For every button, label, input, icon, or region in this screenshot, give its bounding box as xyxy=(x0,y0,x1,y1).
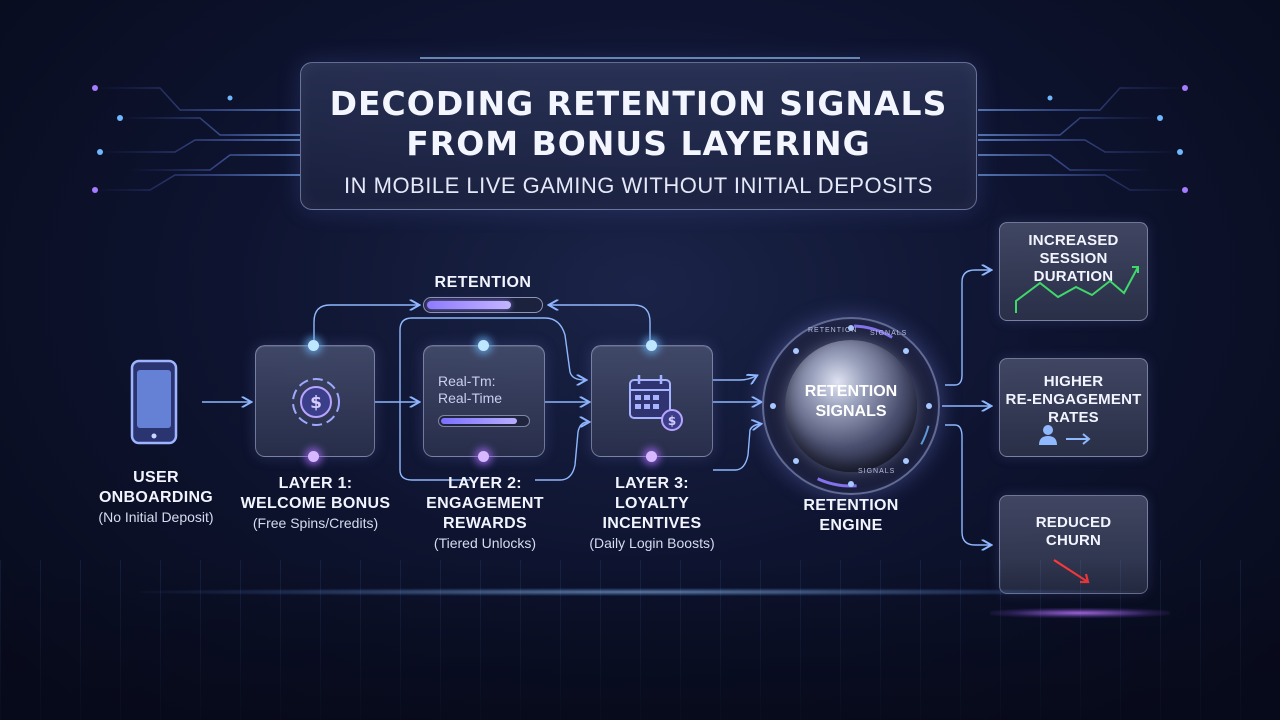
engine-core-line-1: RETENTION xyxy=(804,383,898,400)
engine-ring-word-3: SIGNALS xyxy=(858,468,896,475)
calendar-coin-icon: $ xyxy=(629,375,683,431)
engine-core-text: RETENTION SIGNALS xyxy=(785,382,917,422)
layer-1-label: LAYER 1: WELCOME BONUS (Free Spins/Credi… xyxy=(228,474,403,532)
svg-text:$: $ xyxy=(310,393,322,413)
layer-3-label-line-2: LOYALTY xyxy=(614,495,690,512)
outcome-reengagement: HIGHER RE-ENGAGEMENT RATES xyxy=(999,358,1148,457)
engine-core-line-2: SIGNALS xyxy=(815,403,887,420)
retention-bar-label: RETENTION xyxy=(434,274,532,291)
onboarding-sublabel: (No Initial Deposit) xyxy=(98,509,214,525)
onboarding-label-line-2: ONBOARDING xyxy=(98,489,214,506)
engine-label-line-2: ENGINE xyxy=(819,517,883,534)
layer-1-label-line-2: WELCOME BONUS xyxy=(240,495,391,512)
layer-1-bottom-node xyxy=(308,451,319,462)
smartphone-icon xyxy=(130,359,178,445)
outcome-2-line-1: HIGHER xyxy=(1043,373,1104,390)
engine-ring-word-2: SIGNALS xyxy=(870,330,908,337)
engine-label: RETENTION ENGINE xyxy=(776,496,926,536)
outcome-glow xyxy=(990,608,1170,618)
outcome-3-text: REDUCED CHURN xyxy=(1000,514,1147,550)
outcome-2-line-3: RATES xyxy=(1048,409,1099,426)
layer-1-sublabel: (Free Spins/Credits) xyxy=(252,515,379,531)
title-panel: DECODING RETENTION SIGNALS FROM BONUS LA… xyxy=(300,62,977,210)
layer-1-label-line-1: LAYER 1: xyxy=(278,475,353,492)
layer-2-label: LAYER 2: ENGAGEMENT REWARDS (Tiered Unlo… xyxy=(400,474,570,552)
user-arrow-icon xyxy=(1039,425,1091,445)
layer-2-label-line-2: ENGAGEMENT xyxy=(426,495,544,512)
floor-grid xyxy=(0,560,1280,720)
realtime-progress-fill xyxy=(441,418,517,424)
layer-3-label-line-3: INCENTIVES xyxy=(602,515,702,532)
retention-progress-fill xyxy=(427,301,511,309)
layer-2-realtime-line-2: Real-Time xyxy=(438,390,503,406)
title-line-2: FROM BONUS LAYERING xyxy=(406,124,871,163)
left-circuitry xyxy=(95,87,300,191)
layer-2-top-node xyxy=(478,340,489,351)
left-circuit-nodes xyxy=(92,85,233,193)
right-circuit-nodes xyxy=(1047,85,1188,193)
outcome-1-text: INCREASED SESSION DURATION xyxy=(1000,232,1147,286)
layer-3-label: LAYER 3: LOYALTY INCENTIVES (Daily Login… xyxy=(566,474,738,552)
realtime-progress-bar xyxy=(438,415,530,427)
layer-3-card: $ xyxy=(591,345,713,457)
floor-glow xyxy=(140,588,1140,596)
outcome-2-line-2: RE-ENGAGEMENT xyxy=(1005,391,1142,408)
engine-ring-ornaments xyxy=(769,324,933,488)
layer-2-bottom-node xyxy=(478,451,489,462)
right-circuitry xyxy=(978,87,1185,191)
title-line-1: DECODING RETENTION SIGNALS xyxy=(329,84,948,123)
trend-up-chart-icon xyxy=(1015,266,1139,313)
layer-2-realtime-line-1: Real-Tm: xyxy=(438,373,496,389)
layer-2-label-line-1: LAYER 2: xyxy=(448,475,522,492)
layer-3-bottom-node xyxy=(646,451,657,462)
layer-2-card: Real-Tm: Real-Time xyxy=(423,345,545,457)
retention-progress-bar xyxy=(423,297,543,313)
engine-label-line-1: RETENTION xyxy=(803,497,899,514)
layer-3-label-line-1: LAYER 3: xyxy=(615,475,689,492)
onboarding-label-line-1: USER xyxy=(133,469,179,486)
outcome-1-line-3: DURATION xyxy=(1033,268,1114,285)
layer-2-sublabel: (Tiered Unlocks) xyxy=(433,535,537,551)
layer-2-label-line-3: REWARDS xyxy=(443,515,527,532)
outcome-3-line-2: CHURN xyxy=(1045,532,1102,549)
title-subtitle: IN MOBILE LIVE GAMING WITHOUT INITIAL DE… xyxy=(344,173,933,198)
outcome-2-text: HIGHER RE-ENGAGEMENT RATES xyxy=(1000,373,1147,427)
outcome-session-duration: INCREASED SESSION DURATION xyxy=(999,222,1148,321)
layer-3-top-node xyxy=(646,340,657,351)
dollar-coin-icon: $ xyxy=(292,378,340,426)
outcome-1-line-1: INCREASED xyxy=(1028,232,1119,249)
retention-engine-core xyxy=(785,340,917,472)
flow-connectors xyxy=(202,270,990,545)
outcome-1-line-2: SESSION xyxy=(1039,250,1108,267)
engine-ring-word-1: RETENTION xyxy=(808,327,858,334)
svg-text:$: $ xyxy=(668,414,676,428)
layer-1-top-node xyxy=(308,340,319,351)
layer-1-card: $ xyxy=(255,345,375,457)
layer-3-sublabel: (Daily Login Boosts) xyxy=(589,535,715,551)
onboarding-label: USER ONBOARDING (No Initial Deposit) xyxy=(82,468,230,526)
outcome-3-line-1: REDUCED xyxy=(1035,514,1112,531)
